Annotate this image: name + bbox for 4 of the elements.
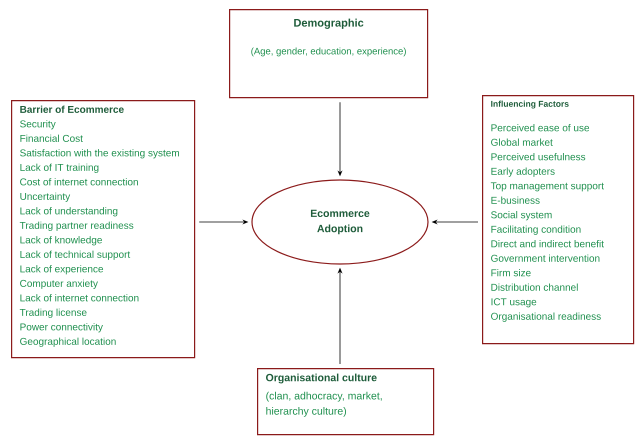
info-box: Organisational culture (clan, adhocracy, market, hierarchy culture) xyxy=(257,368,434,436)
list-box: Barrier of Ecommerce Security Financial Cost Satisfaction with the existing system Lack of IT training Cost of internet connection Uncertainty Lack of understanding Trading partner readiness Lack of knowledge Lack of technical support Lack of experience Computer anxiety Lack of internet connection Trading license Power connectivity Geographical location xyxy=(11,100,196,358)
info-box: Demographic (Age, gender, education, experience) xyxy=(229,9,428,98)
list-box: Influencing Factors Perceived ease of use Global market Perceived usefulness Early adopters Top management support E-business Social system Facilitating condition Direct and indirect benefit Government intervention Firm size Distribution channel ICT usage Organisational readiness xyxy=(482,95,634,344)
